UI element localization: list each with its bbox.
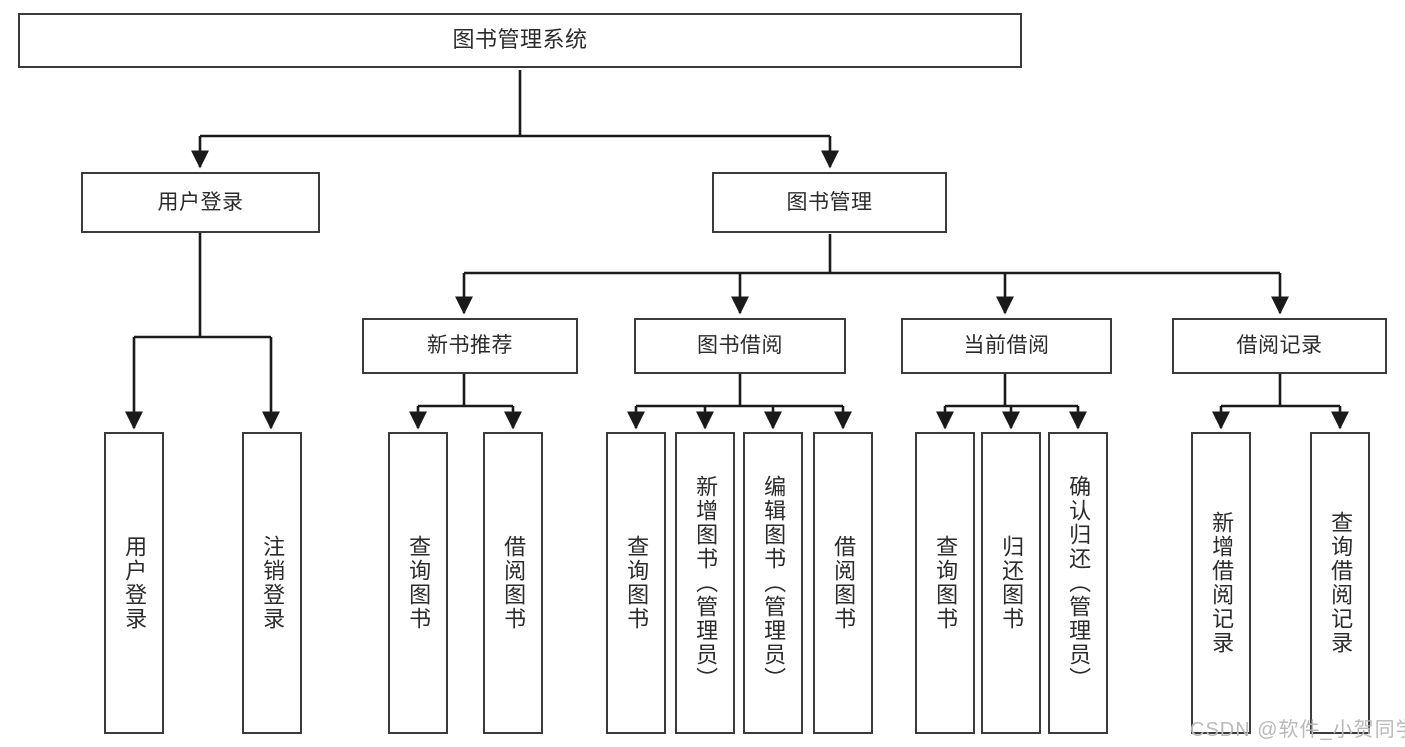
node-leaf-query-book-3[interactable]: 查询图书 (915, 432, 975, 734)
node-label: 查询图书 (406, 535, 432, 631)
node-label: 编辑图书（管理员） (761, 475, 787, 691)
node-leaf-query-record[interactable]: 查询借阅记录 (1310, 432, 1370, 734)
node-label: 注销登录 (260, 535, 286, 631)
node-label: 查询图书 (624, 535, 650, 631)
node-leaf-edit-book[interactable]: 编辑图书（管理员） (743, 432, 803, 734)
node-label: 借阅图书 (501, 535, 527, 631)
node-label: 确认归还（管理员） (1066, 475, 1092, 691)
node-label: 查询借阅记录 (1328, 511, 1354, 655)
node-label: 图书管理 (786, 190, 873, 214)
node-root-book-management-system[interactable]: 图书管理系统 (18, 13, 1022, 68)
node-user-login[interactable]: 用户登录 (81, 172, 320, 233)
node-label: 查询图书 (933, 535, 959, 631)
node-leaf-return-book[interactable]: 归还图书 (981, 432, 1041, 734)
node-leaf-query-book-2[interactable]: 查询图书 (606, 432, 666, 734)
node-leaf-query-book-1[interactable]: 查询图书 (388, 432, 448, 734)
node-leaf-add-record[interactable]: 新增借阅记录 (1191, 432, 1251, 734)
node-leaf-borrow-book-2[interactable]: 借阅图书 (813, 432, 873, 734)
node-label: 归还图书 (999, 535, 1025, 631)
node-label: 借阅记录 (1236, 334, 1323, 358)
node-label: 新增借阅记录 (1209, 511, 1235, 655)
csdn-watermark: CSDN @软件_小贺同学 (1190, 719, 1405, 741)
node-leaf-user-login[interactable]: 用户登录 (104, 432, 164, 734)
node-label: 当前借阅 (963, 334, 1050, 358)
node-borrow-record[interactable]: 借阅记录 (1172, 318, 1387, 374)
node-label: 图书借阅 (697, 334, 783, 358)
node-label: 新增图书（管理员） (693, 475, 719, 691)
node-book-borrow[interactable]: 图书借阅 (634, 318, 846, 374)
node-leaf-confirm-return[interactable]: 确认归还（管理员） (1048, 432, 1108, 734)
node-book-management[interactable]: 图书管理 (712, 172, 947, 233)
node-leaf-user-logout[interactable]: 注销登录 (242, 432, 302, 734)
node-new-book-recommend[interactable]: 新书推荐 (362, 318, 578, 374)
node-label: 新书推荐 (427, 334, 513, 358)
node-label: 用户登录 (157, 190, 244, 214)
node-leaf-add-book[interactable]: 新增图书（管理员） (675, 432, 735, 734)
node-leaf-borrow-book-1[interactable]: 借阅图书 (483, 432, 543, 734)
node-label: 图书管理系统 (452, 27, 588, 53)
node-label: 用户登录 (122, 535, 148, 631)
node-current-borrow[interactable]: 当前借阅 (901, 318, 1112, 374)
node-label: 借阅图书 (831, 535, 857, 631)
